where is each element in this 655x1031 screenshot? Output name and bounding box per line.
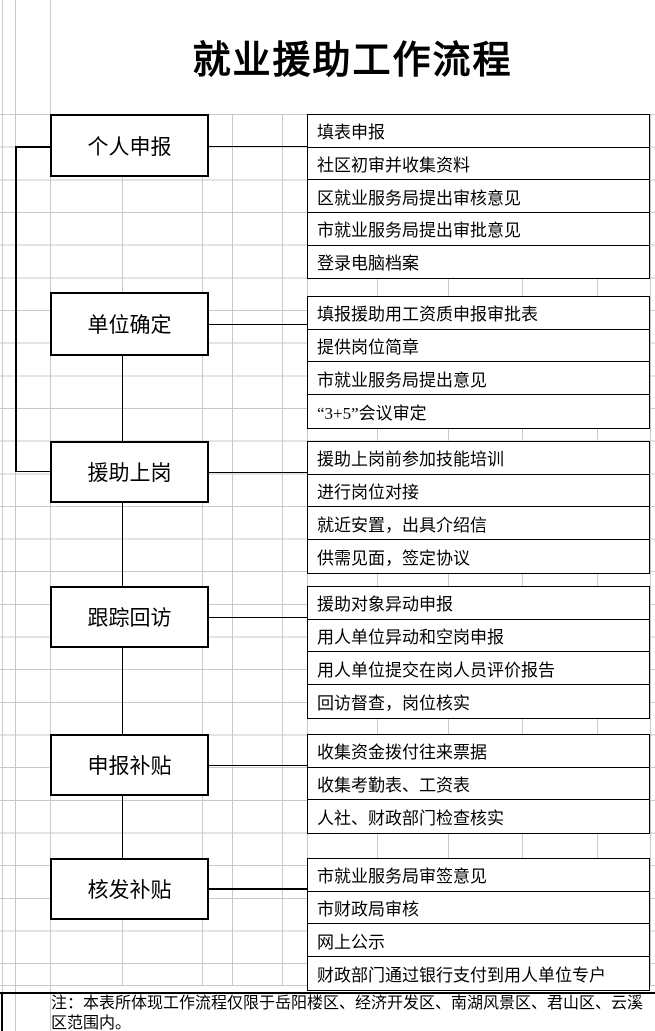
steps-table: 填报援助用工资质申报审批表 提供岗位简章 市就业服务局提出意见 “3+5”会议审… — [307, 296, 650, 429]
connector-line — [209, 764, 307, 766]
page-title: 就业援助工作流程 — [192, 39, 513, 82]
connector-line — [121, 796, 123, 858]
step-cell: 进行岗位对接 — [308, 475, 649, 508]
step-cell: 供需见面，签定协议 — [317, 548, 470, 568]
stage-label: 单位确定 — [87, 313, 172, 337]
connector-line — [209, 616, 307, 618]
stage-box-unit-determination: 单位确定 — [50, 292, 209, 356]
step-cell: 收集资金拨付往来票据 — [308, 735, 649, 768]
step-cell: 登录电脑档案 — [317, 254, 419, 274]
stage-label: 跟踪回访 — [87, 606, 172, 630]
stage-label: 个人申报 — [87, 134, 172, 159]
step-cell: 市就业服务局提出意见 — [308, 362, 649, 395]
step-cell: 用人单位异动和空岗申报 — [308, 620, 649, 653]
gridline-v — [650, 114, 651, 986]
step-cell: 用人单位提交在岗人员评价报告 — [308, 652, 649, 685]
stage-box-follow-up: 跟踪回访 — [50, 586, 209, 648]
connector-line — [121, 503, 123, 586]
connector-line — [15, 146, 50, 148]
note-top-border — [0, 992, 655, 994]
steps-table: 援助对象异动申报 用人单位异动和空岗申报 用人单位提交在岗人员评价报告 回访督查… — [307, 586, 650, 719]
step-cell: 援助上岗前参加技能培训 — [308, 442, 649, 475]
step-cell: 市就业服务局提出审批意见 — [308, 213, 649, 246]
step-cell: 社区初审并收集资料 — [308, 148, 649, 181]
step-cell: 提供岗位简章 — [308, 330, 649, 363]
step-cell: 回访督查，岗位核实 — [317, 693, 470, 713]
gridline-v — [232, 114, 233, 986]
note-left-border — [1, 992, 3, 1031]
step-cell: 人社、财政部门检查核实 — [317, 809, 504, 829]
step-cell: 市就业服务局审签意见 — [308, 859, 649, 892]
step-cell: “3+5”会议审定 — [317, 403, 427, 423]
steps-table: 收集资金拨付往来票据 收集考勤表、工资表 人社、财政部门检查核实 — [307, 734, 650, 834]
gridline-v — [15, 0, 16, 1031]
connector-line — [121, 648, 123, 734]
stage-label: 核发补贴 — [87, 878, 172, 902]
connector-line — [209, 323, 307, 325]
step-cell: 区就业服务局提出审核意见 — [308, 180, 649, 213]
stage-label: 援助上岗 — [87, 461, 172, 485]
gridline-v — [202, 114, 203, 986]
stage-label: 申报补贴 — [87, 754, 172, 778]
step-cell: 就近安置，出具介绍信 — [308, 507, 649, 540]
connector-line — [209, 471, 307, 473]
stage-box-subsidy-application: 申报补贴 — [50, 734, 209, 796]
connector-line — [15, 470, 50, 472]
step-cell: 收集考勤表、工资表 — [308, 768, 649, 801]
step-cell: 填报援助用工资质申报审批表 — [308, 297, 649, 330]
gridline-v — [282, 114, 283, 986]
footnote: 注：本表所体现工作流程仅限于岳阳楼区、经济开发区、南湖风景区、君山区、云溪区范围… — [51, 995, 644, 1031]
connector-line — [15, 146, 17, 471]
step-cell: 网上公示 — [308, 924, 649, 957]
stage-box-assisted-placement: 援助上岗 — [50, 441, 209, 503]
step-cell: 援助对象异动申报 — [308, 587, 649, 620]
gridline-v — [2, 0, 3, 994]
stage-box-subsidy-issuance: 核发补贴 — [50, 858, 209, 920]
stage-box-personal-declaration: 个人申报 — [50, 114, 209, 177]
gridline-v — [50, 0, 51, 1031]
connector-line — [209, 888, 307, 890]
connector-line — [121, 356, 123, 441]
steps-table: 市就业服务局审签意见 市财政局审核 网上公示 财政部门通过银行支付到用人单位专户 — [307, 858, 650, 991]
step-cell: 填表申报 — [308, 115, 649, 148]
steps-table: 填表申报 社区初审并收集资料 区就业服务局提出审核意见 市就业服务局提出审批意见… — [307, 114, 650, 280]
step-cell: 市财政局审核 — [308, 892, 649, 925]
step-cell: 财政部门通过银行支付到用人单位专户 — [317, 965, 606, 985]
connector-line — [209, 145, 307, 147]
steps-table: 援助上岗前参加技能培训 进行岗位对接 就近安置，出具介绍信 供需见面，签定协议 — [307, 441, 650, 574]
